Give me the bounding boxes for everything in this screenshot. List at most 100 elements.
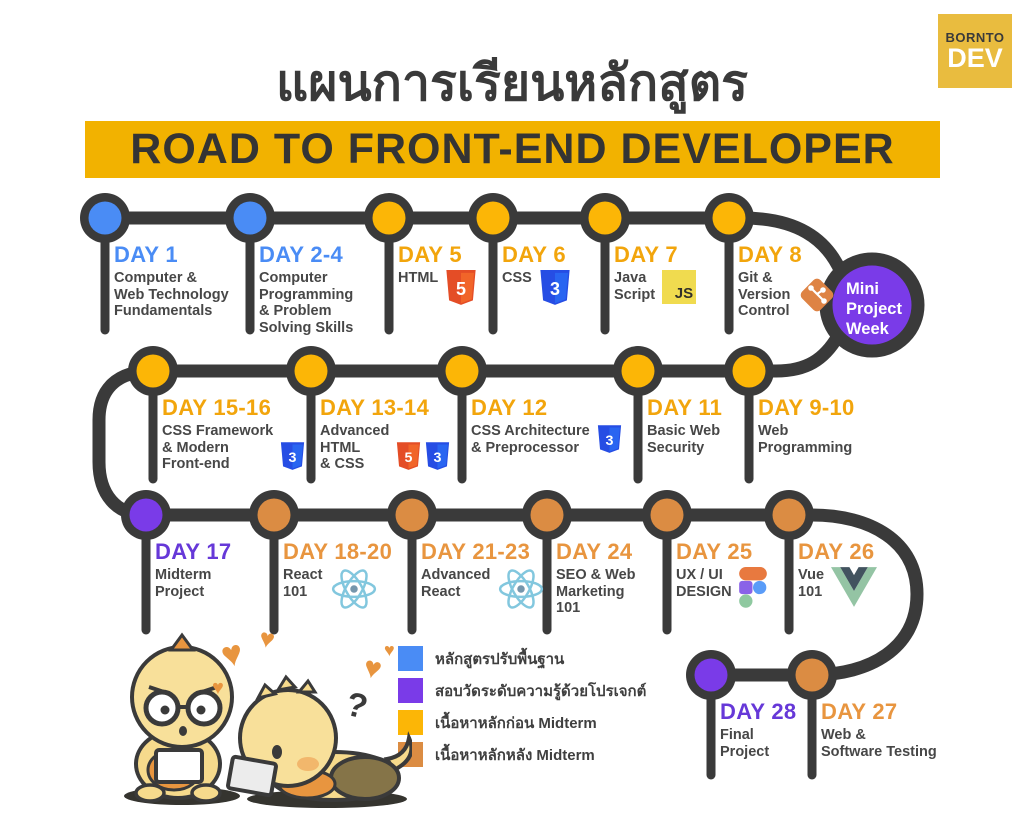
topic-icons [738, 567, 767, 608]
dino2-tail [383, 731, 412, 773]
logo-text-top: BORNTO [945, 29, 1005, 45]
topic-text: HTML [398, 270, 439, 286]
timeline-node-day26 [772, 498, 806, 532]
topic-text: Basic Web Security [647, 423, 721, 456]
legend-item-orange: เนื้อหาหลักหลัง Midterm [398, 742, 646, 767]
topic-icons: 3 [280, 423, 305, 473]
topic-text: CSS Architecture & Preprocessor [471, 423, 590, 456]
logo-text-bottom: DEV [947, 42, 1003, 73]
topic-text: Computer Programming & Problem Solving S… [259, 270, 354, 336]
topic-text: Vue 101 [798, 567, 825, 600]
topic-icons [330, 567, 378, 611]
day-label: DAY 17 [155, 539, 232, 564]
timeline-node-day17 [129, 498, 163, 532]
topic-icons: 5 3 [396, 423, 450, 473]
heart-icon: ♥ [257, 622, 277, 654]
svg-text:3: 3 [289, 449, 297, 465]
timeline-node-day12 [445, 354, 479, 388]
timeline-node-day2_4 [233, 201, 267, 235]
day-label: DAY 25 [676, 539, 753, 564]
timeline-node-day15_16 [136, 354, 170, 388]
day-label: DAY 7 [614, 242, 678, 267]
timeline-path-row2 [92, 329, 845, 522]
timeline-item-day27: DAY 27 Web & Software Testing [821, 699, 937, 760]
legend-label: หลักสูตรปรับพื้นฐาน [435, 650, 565, 668]
day-label: DAY 11 [647, 395, 723, 420]
svg-text:5: 5 [405, 449, 413, 465]
css3-icon: 3 [426, 441, 450, 470]
topic-text: Git & Version Control [738, 270, 791, 320]
legend-item-blue: หลักสูตรปรับพื้นฐาน [398, 646, 646, 671]
css3-icon: 3 [281, 441, 305, 470]
topic-text: Computer & Web Technology Fundamentals [114, 270, 229, 320]
topic-text: Java Script [614, 270, 656, 303]
legend-swatch-yellow [398, 710, 423, 735]
topic-text: Advanced HTML & CSS [320, 423, 390, 473]
html5-icon: 5 [446, 270, 476, 305]
topic-text: SEO & Web Marketing 101 [556, 567, 636, 617]
mini-project-badge: Mini Project Week [846, 280, 902, 339]
legend-label: เนื้อหาหลักก่อน Midterm [435, 714, 597, 732]
day-label: DAY 15-16 [162, 395, 272, 420]
day-label: DAY 18-20 [283, 539, 393, 564]
timeline-node-day8 [712, 201, 746, 235]
svg-text:3: 3 [605, 433, 613, 449]
day-label: DAY 6 [502, 242, 566, 267]
legend-swatch-purple [398, 678, 423, 703]
day-label: DAY 5 [398, 242, 462, 267]
topic-text: CSS [502, 270, 532, 286]
day-label: DAY 27 [821, 699, 898, 724]
dino2-laptop [226, 754, 278, 798]
heart-icon: ♥ [384, 640, 395, 660]
borntodev-logo: BORNTO DEV [938, 14, 1012, 88]
day-label: DAY 13-14 [320, 395, 430, 420]
topic-icons [497, 567, 545, 611]
day-label: DAY 24 [556, 539, 633, 564]
topic-icons [797, 270, 837, 320]
timeline-nodes [80, 193, 837, 700]
timeline-node-day9_10 [732, 354, 766, 388]
react-icon [499, 569, 544, 609]
timeline-node-day24 [530, 498, 564, 532]
topic-icons: 3 [597, 423, 622, 456]
topic-text: Web & Software Testing [821, 727, 937, 760]
topic-icons: 5 [445, 270, 477, 306]
svg-text:3: 3 [434, 449, 442, 465]
timeline-item-day24: DAY 24 SEO & Web Marketing 101 [556, 539, 636, 617]
heart-icon: ♥ [361, 651, 385, 687]
legend-swatch-blue [398, 646, 423, 671]
topic-text: UX / UI DESIGN [676, 567, 732, 600]
timeline-item-day26: DAY 26 Vue 101 [798, 539, 878, 607]
svg-text:5: 5 [456, 279, 466, 299]
vue-icon [831, 567, 878, 607]
mascot-illustration: ? ♥ ♥ ♥ ♥ ♥ [124, 622, 412, 808]
timeline-node-day18_20 [257, 498, 291, 532]
css3-icon: 3 [540, 270, 570, 305]
node-stems [100, 231, 817, 780]
timeline-node-day21_23 [395, 498, 429, 532]
timeline-node-day28 [694, 658, 728, 692]
timeline-node-day1 [88, 201, 122, 235]
banner-title: ROAD TO FRONT-END DEVELOPER [130, 125, 895, 173]
timeline-node-day11 [621, 354, 655, 388]
timeline-path-row3-row4 [139, 508, 924, 682]
timeline-node-day25 [650, 498, 684, 532]
timeline-node-day27 [795, 658, 829, 692]
svg-text:?: ? [342, 685, 371, 727]
topic-icons: JS [662, 270, 697, 304]
topic-text: Advanced React [421, 567, 491, 600]
day-label: DAY 26 [798, 539, 875, 564]
topic-text: Final Project [720, 727, 770, 760]
timeline-item-day6: DAY 6 CSS 3 [502, 242, 571, 306]
timeline-node-day6 [476, 201, 510, 235]
timeline-item-day5: DAY 5 HTML 5 [398, 242, 477, 306]
